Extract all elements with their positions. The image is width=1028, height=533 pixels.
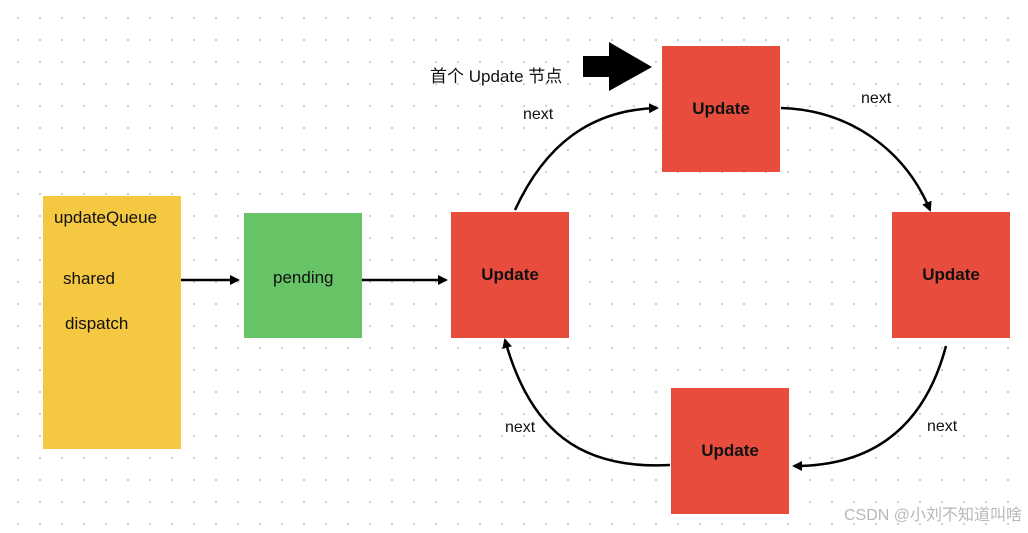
next-arrow-right-to-bottom xyxy=(792,345,948,471)
next-arrow-top-to-right xyxy=(780,106,932,212)
update-node-top: Update xyxy=(662,46,780,172)
update-node-label: Update xyxy=(701,441,759,460)
shared-label: shared xyxy=(63,269,115,288)
next-label-right-bottom: next xyxy=(927,418,958,435)
update-node-bottom: Update xyxy=(671,388,789,514)
first-update-note: 首个 Update 节点 xyxy=(430,67,563,86)
update-queue-box xyxy=(43,196,181,449)
update-node-label: Update xyxy=(692,99,750,118)
next-label-top-right: next xyxy=(861,90,892,107)
update-queue-title: updateQueue xyxy=(54,208,158,227)
update-node-label: Update xyxy=(922,265,980,284)
next-label-left-top: next xyxy=(523,106,554,123)
next-arrow-left-to-top xyxy=(513,103,659,211)
update-node-right: Update xyxy=(892,212,1010,338)
first-update-pointer-icon xyxy=(583,42,652,91)
watermark: CSDN @小刘不知道叫啥 xyxy=(843,507,1022,524)
update-node-label: Update xyxy=(481,265,539,284)
next-label-bottom-left: next xyxy=(505,419,536,436)
pending-label: pending xyxy=(273,268,334,287)
dispatch-label: dispatch xyxy=(65,314,129,333)
update-node-left: Update xyxy=(451,212,569,338)
next-arrow-bottom-to-left xyxy=(502,338,671,467)
pending-box xyxy=(244,213,362,338)
